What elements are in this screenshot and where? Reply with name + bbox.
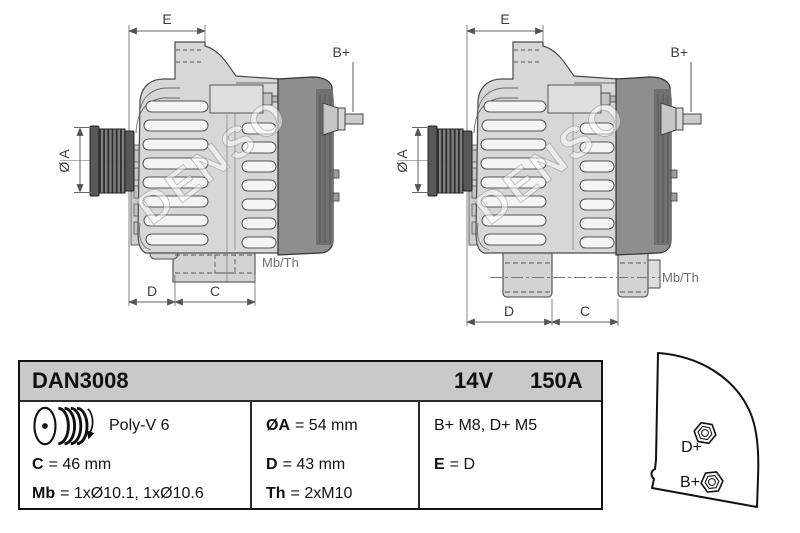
dimension-dc: D C [466, 245, 619, 326]
d-plus-label: D+ [681, 439, 702, 456]
dim-d-label: D [504, 303, 514, 319]
spec-table-body: Poly-V 6 C = 46 mm Mb = 1xØ10.1, 1xØ10.6… [20, 402, 601, 508]
dimension-dc: D C [128, 245, 256, 306]
spec-pulley: Poly-V 6 [32, 402, 250, 450]
spec-terminals: B+ M8, D+ M5 [434, 417, 538, 434]
alternator-side-view-left: DENSO E Ø A B+ [30, 5, 375, 306]
spec-c: C = 46 mm [32, 456, 112, 473]
terminal-position-view: D+ B+ [650, 352, 760, 508]
mbth-label: Mb/Th [262, 255, 299, 270]
spec-column-1: Poly-V 6 C = 46 mm Mb = 1xØ10.1, 1xØ10.6 [20, 402, 250, 508]
dim-c-label: C [210, 283, 220, 299]
spec-mb: Mb = 1xØ10.1, 1xØ10.6 [32, 485, 204, 502]
mounting-boss-hidden-lines [175, 254, 253, 274]
alternator-graphic [394, 11, 701, 255]
mbth-label: Mb/Th [662, 270, 699, 285]
part-number: DAN3008 [32, 368, 129, 393]
pulley-type: Poly-V 6 [109, 417, 170, 434]
pulley-icon [33, 406, 95, 446]
mounting-lugs [502, 248, 661, 298]
spec-table-header: DAN3008 14V 150A [20, 362, 601, 402]
current-rating: 150A [530, 368, 583, 393]
b-plus-label: B+ [680, 474, 700, 491]
spec-column-3: B+ M8, D+ M5 E = D [418, 402, 601, 508]
spec-column-2: ØA = 54 mm D = 43 mm Th = 2xM10 [250, 402, 418, 508]
dim-d-label: D [147, 283, 157, 299]
spec-empty [434, 480, 601, 508]
voltage-rating: 14V [454, 368, 494, 393]
spec-table: DAN3008 14V 150A Poly-V 6 [18, 360, 603, 510]
alternator-graphic [56, 11, 363, 255]
spec-e: E = D [434, 456, 476, 473]
d-plus-nut [693, 421, 717, 445]
b-plus-nut [700, 471, 724, 493]
spec-th: Th = 2xM10 [266, 485, 353, 502]
spec-d: D = 43 mm [266, 456, 346, 473]
spec-oa: ØA = 54 mm [266, 417, 358, 434]
dim-c-label: C [580, 303, 590, 319]
alternator-side-view-right: D C Mb/Th [368, 5, 713, 326]
